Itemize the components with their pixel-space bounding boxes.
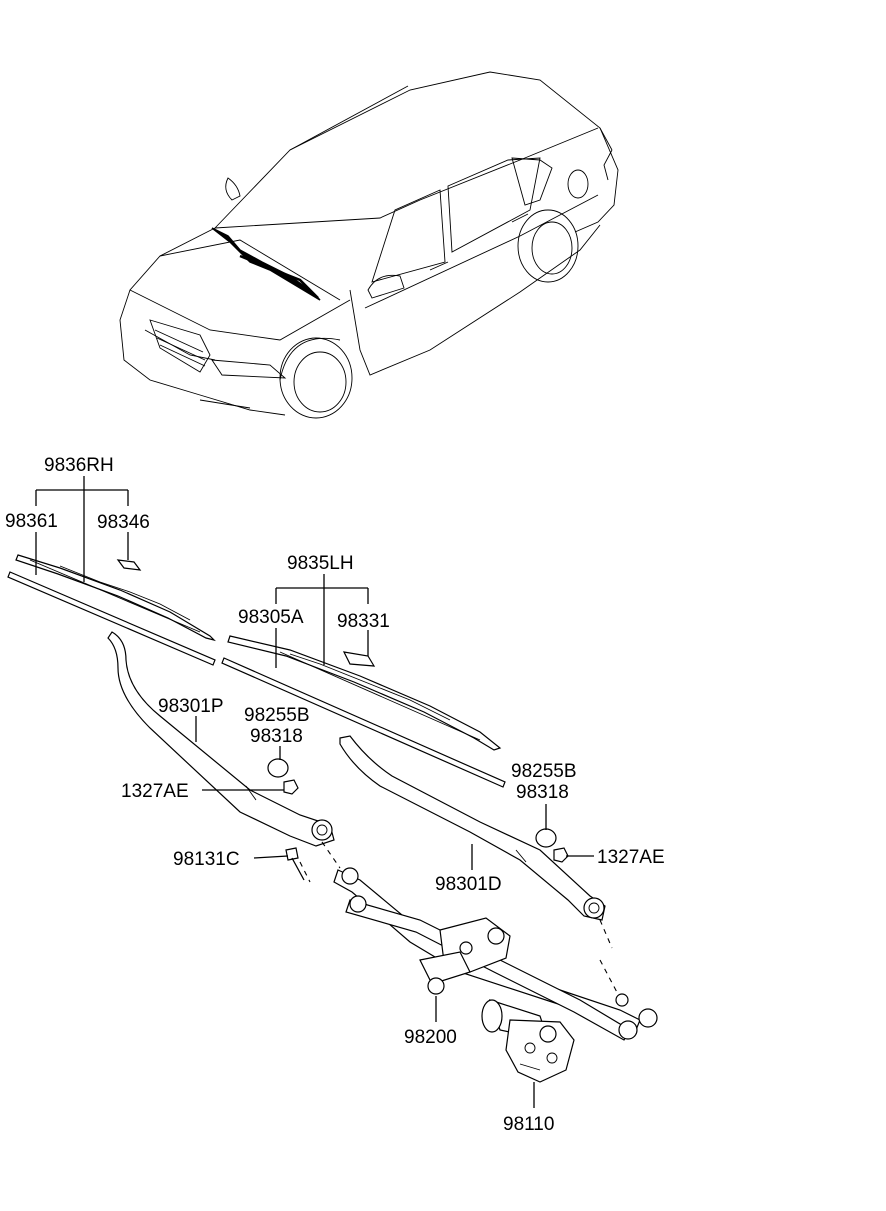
label-1327ae-lh: 1327AE (597, 847, 665, 868)
alignment-line-lh-b (599, 959, 621, 999)
label-98255b-rh: 98255B (244, 705, 310, 726)
label-1327ae-rh: 1327AE (121, 781, 189, 802)
label-98305a: 98305A (238, 607, 304, 628)
label-98255b-lh: 98255B (511, 761, 577, 782)
nut-lh-icon (553, 847, 569, 863)
car-illustration (119, 71, 619, 419)
alignment-line-bolt (299, 861, 311, 883)
label-98131c: 98131C (173, 849, 240, 870)
label-98331: 98331 (337, 611, 390, 632)
cap-rh-icon (267, 758, 289, 778)
wiper-linkage (333, 867, 658, 1041)
rh-wiper-arm (107, 631, 335, 847)
label-98200: 98200 (404, 1027, 457, 1048)
leader-lines (35, 476, 594, 1108)
label-9836rh: 9836RH (44, 455, 114, 476)
label-98301p: 98301P (158, 696, 224, 717)
label-9835lh: 9835LH (287, 553, 354, 574)
label-98110: 98110 (503, 1114, 554, 1135)
wiper-motor (481, 999, 575, 1083)
nut-rh-icon (283, 779, 299, 795)
label-98318-rh: 98318 (250, 726, 303, 747)
label-98318-lh: 98318 (516, 782, 569, 803)
bolt-icon (285, 847, 305, 881)
lh-wiper-arm (339, 735, 606, 921)
rh-blade-assembly (7, 554, 216, 666)
label-98301d: 98301D (435, 874, 502, 895)
label-98361: 98361 (5, 511, 58, 532)
cap-lh-icon (535, 828, 557, 848)
label-98346: 98346 (97, 512, 150, 533)
alignment-line-lh-a (599, 919, 613, 949)
lh-blade-assembly (221, 635, 506, 788)
alignment-line-rh (321, 841, 341, 869)
